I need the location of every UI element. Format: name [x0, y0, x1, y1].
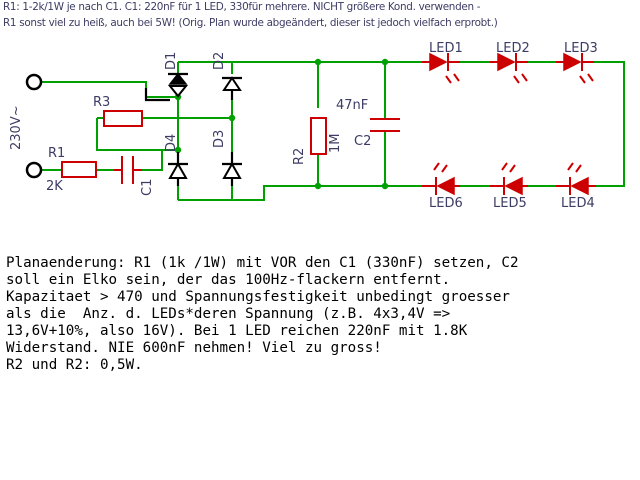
label-d4: D4: [164, 134, 179, 152]
note-line: soll ein Elko sein, der das 100Hz-flacke…: [6, 272, 451, 288]
wire-tap: [144, 88, 170, 102]
terminal-top: [25, 73, 43, 91]
label-r1: R1: [48, 146, 65, 161]
note-line: 13,6V+10%, also 16V). Bei 1 LED reichen …: [6, 323, 468, 339]
header-line-1: R1: 1-2k/1W je nach C1. C1: 220nF für 1 …: [3, 1, 481, 13]
label-led4: LED4: [561, 196, 595, 211]
junction-dots: [174, 58, 389, 190]
label-r2: R2: [292, 148, 307, 165]
circuit-schematic: 230V~ R1 2K R3 C1 D1 D2 D3 D4 R2 1M 47nF…: [9, 41, 625, 211]
led-1: [422, 52, 460, 84]
note-line: Widerstand. NIE 600nF nehmen! Viel zu gr…: [6, 340, 382, 356]
capacitor-c1: [114, 156, 142, 184]
note-line: Planaenderung: R1 (1k /1W) mit VOR den C…: [6, 255, 519, 271]
label-r1-value: 2K: [46, 179, 63, 194]
resistor-r2: [310, 117, 327, 155]
label-c2-value: 47nF: [336, 98, 368, 113]
note-line: als die Anz. d. LEDs*deren Spannung (z.B…: [6, 306, 451, 322]
label-led2: LED2: [496, 41, 530, 56]
label-d2: D2: [212, 52, 227, 70]
plan-change-note: Planaenderung: R1 (1k /1W) mit VOR den C…: [6, 255, 519, 374]
capacitor-c2: [370, 118, 400, 132]
terminal-bottom: [25, 161, 43, 179]
resistor-r1: [61, 161, 97, 178]
diode-d4: [168, 152, 188, 186]
led-5: [490, 162, 528, 196]
label-c2: C2: [354, 134, 371, 149]
led-3: [556, 52, 594, 84]
label-r2-value: 1M: [328, 134, 343, 154]
led-4: [556, 162, 596, 196]
header-line-2: R1 sonst viel zu heiß, auch bei 5W! (Ori…: [3, 17, 498, 29]
diode-d1: [167, 72, 189, 98]
resistor-r3: [103, 110, 143, 127]
label-r3: R3: [93, 95, 110, 110]
label-led1: LED1: [429, 41, 463, 56]
label-d1: D1: [164, 52, 179, 70]
label-supply: 230V~: [9, 105, 24, 150]
label-led5: LED5: [493, 196, 527, 211]
label-led6: LED6: [429, 196, 463, 211]
note-line: R2 und R2: 0,5W.: [6, 357, 143, 373]
label-led3: LED3: [564, 41, 598, 56]
diode-d2: [222, 76, 242, 100]
diode-d3: [222, 152, 242, 186]
led-6: [422, 162, 460, 196]
label-c1: C1: [140, 179, 155, 196]
note-line: Kapazitaet > 470 und Spannungsfestigkeit…: [6, 289, 510, 305]
label-d3: D3: [212, 130, 227, 148]
led-2: [490, 52, 528, 84]
wires: [42, 61, 625, 201]
